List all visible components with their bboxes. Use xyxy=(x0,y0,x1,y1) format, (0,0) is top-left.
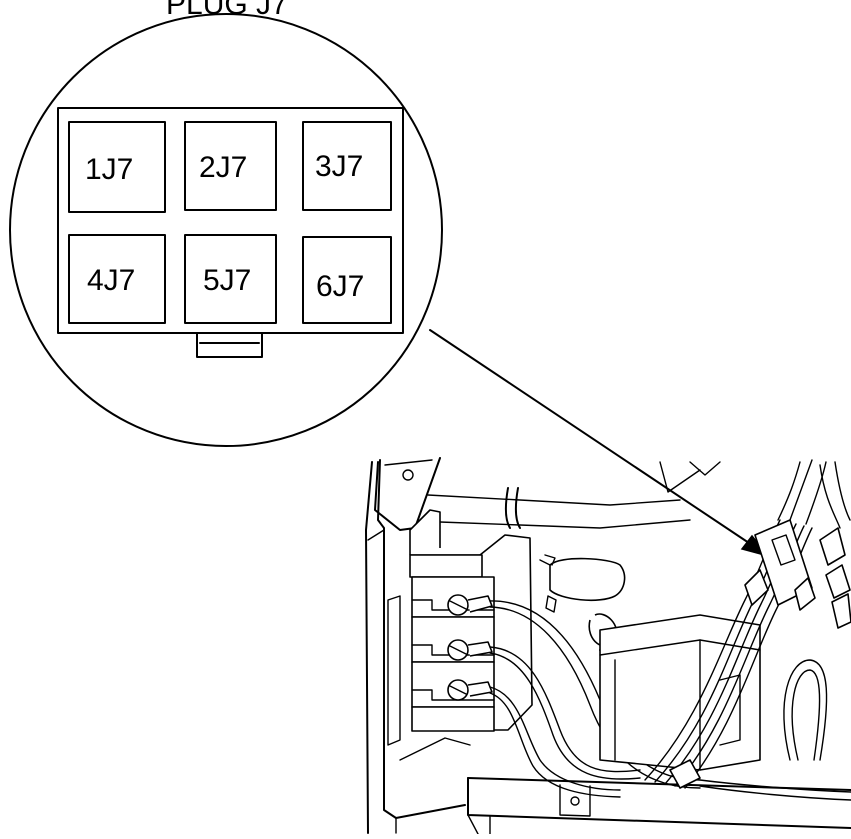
pin-label: 1J7 xyxy=(85,153,133,186)
plug-j7-housing xyxy=(744,519,816,611)
pin-label: 5J7 xyxy=(203,264,251,297)
pin-label: 4J7 xyxy=(87,264,135,297)
pin-label: 6J7 xyxy=(316,270,364,303)
pin-cell-1: 1J7 xyxy=(68,121,166,213)
leader-arrow xyxy=(429,329,771,558)
terminal-block xyxy=(409,509,533,732)
detail-magnifier xyxy=(9,13,443,447)
transformer xyxy=(599,614,761,771)
pin-cell-3: 3J7 xyxy=(302,121,392,211)
pin-cell-4: 4J7 xyxy=(68,234,166,324)
harness-tie xyxy=(669,759,851,801)
side-connectors xyxy=(819,461,851,629)
loop-wire xyxy=(783,659,828,761)
upper-harness xyxy=(427,461,721,529)
detail-circle xyxy=(9,13,443,447)
pin-cell-6: 6J7 xyxy=(302,236,392,324)
pin-label: 2J7 xyxy=(199,151,247,184)
connector-face: 1J7 2J7 3J7 4J7 5J7 6J7 xyxy=(57,107,404,358)
terminal-screw-3 xyxy=(447,679,469,701)
cabinet-wall xyxy=(365,459,471,834)
connector-latch xyxy=(196,332,263,358)
terminal-screw-1 xyxy=(447,594,469,616)
connector-housing xyxy=(57,107,404,334)
terminal-screw-2 xyxy=(447,639,469,661)
rail-hole xyxy=(570,796,580,806)
pin-cell-5: 5J7 xyxy=(184,234,277,324)
equipment-illustration xyxy=(365,457,851,835)
base-rail xyxy=(467,777,851,835)
pin-cell-2: 2J7 xyxy=(184,121,277,211)
pin-label: 3J7 xyxy=(315,150,363,183)
top-bracket xyxy=(374,457,441,531)
